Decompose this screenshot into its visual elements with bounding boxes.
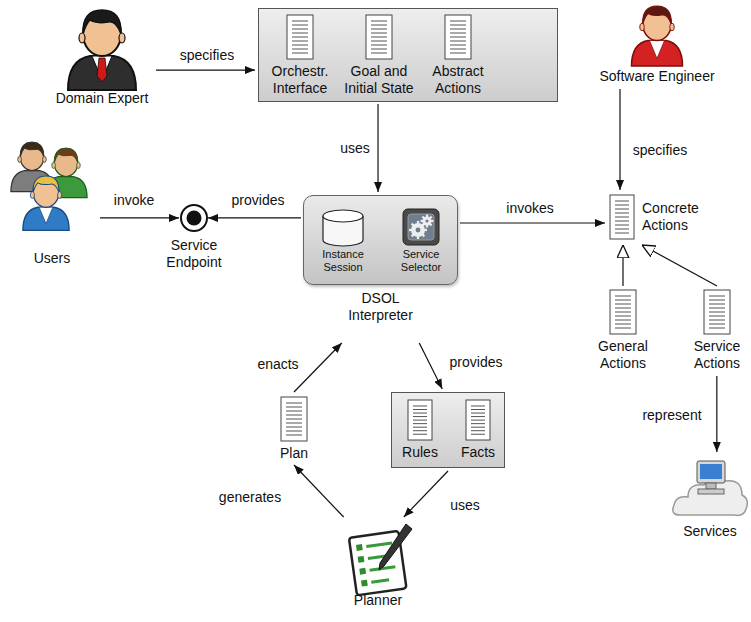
node-label: General Actions [590,338,656,372]
connector [419,343,442,389]
planner: Planner [335,520,421,609]
document: Abstract Actions [419,13,497,97]
edge-label: provides [448,354,505,371]
document: Service Actions [686,288,748,372]
node-heading: DSOL Interpreter [338,290,424,324]
connector [716,376,717,452]
artifact-group: Rules Facts [391,392,505,468]
doc-icon [261,13,339,63]
edge-label: uses [448,497,482,514]
connector [294,343,342,392]
edge-label: represent [640,407,703,424]
node-label: Service Endpoint [158,237,230,271]
connector [460,222,605,223]
doc-icon [419,13,497,63]
doc-icon [686,288,748,338]
endpoint-icon [158,203,230,237]
node-label: Services [672,523,748,540]
node-label: Rules [396,444,444,461]
users-icon [6,138,98,250]
node-label: Service Actions [686,338,748,372]
gear-icon [390,208,452,248]
cyl-icon [312,208,374,248]
document: Concrete Actions [608,193,708,243]
doc-icon [590,288,656,338]
document: General Actions [590,288,656,372]
node-label: Orchestr. Interface [261,63,339,97]
service-cloud: Services [672,455,748,540]
connector [377,104,378,192]
docside-icon [608,193,638,243]
document: Rules [396,398,444,461]
edge-label: specifies [631,142,689,159]
node-label: Domain Expert [50,90,154,107]
node-label: Users [6,250,98,267]
edge-label: specifies [178,47,236,64]
connector [642,245,717,286]
interpreter-box: Instance SessionService SelectorDSOL Int… [303,195,458,285]
node-label: Planner [335,592,421,609]
edge-label: invokes [504,200,555,217]
component: Instance Session [312,208,374,274]
artifact-group: Orchestr. InterfaceGoal and Initial Stat… [258,8,558,102]
connector [100,217,179,218]
connector [404,471,448,517]
connector [208,217,301,218]
connector [294,465,344,517]
edge-label: generates [217,489,283,506]
node-label: Concrete Actions [642,200,708,234]
service-endpoint: Service Endpoint [158,203,230,271]
doc-icon [270,395,318,445]
component: Service Selector [390,208,452,274]
connector [622,245,623,286]
cloud-icon [672,455,748,523]
edge-label: provides [230,192,287,209]
actor: Domain Expert [50,6,154,107]
node-label: Abstract Actions [419,63,497,97]
doc-icon [454,398,502,444]
document: Goal and Initial State [340,13,418,97]
document: Orchestr. Interface [261,13,339,97]
document: Plan [270,395,318,462]
node-label: Facts [454,444,502,461]
expert-icon [50,6,154,90]
actor: Software Engineer [590,4,724,85]
edge-label: uses [338,140,372,157]
actor-group: Users [6,138,98,267]
connector [156,69,255,70]
planner-icon [335,520,421,592]
node-label: Plan [270,445,318,462]
doc-icon [340,13,418,63]
edge-label: enacts [255,356,300,373]
node-label: Service Selector [390,248,452,274]
doc-icon [396,398,444,444]
node-label: Software Engineer [590,68,724,85]
edge-label: invoke [112,192,156,209]
node-label: Instance Session [312,248,374,274]
document: Facts [454,398,502,461]
node-label: Goal and Initial State [340,63,418,97]
eng-icon [590,4,724,68]
connector [619,89,620,190]
